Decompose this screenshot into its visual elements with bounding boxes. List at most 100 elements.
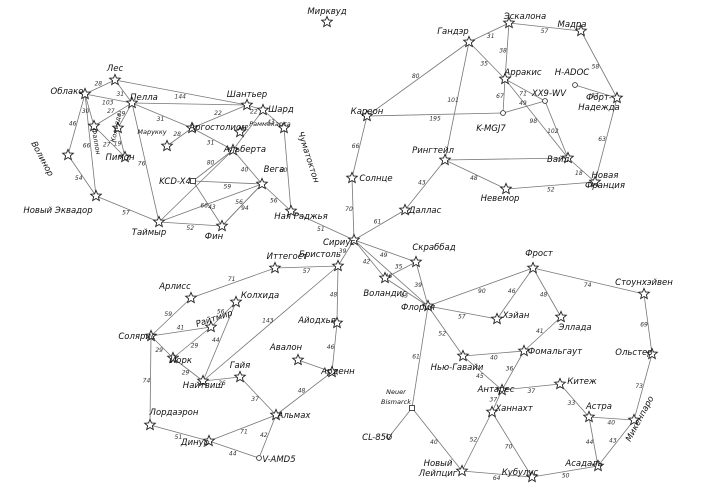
system-label: Раммекарта [249,120,291,128]
route-weight: 52 [438,330,446,337]
route-weight: 42 [363,259,371,266]
route-shantier-argostolion [191,104,248,129]
route-weight: 42 [241,125,249,132]
route-argostolion-marukku [166,127,193,147]
system-label: Арденн [320,367,355,377]
route-weight: 46 [508,288,516,295]
route-alberta-kcd [192,149,234,182]
route-weight-layer: 3157583835377167984910263188010119566434… [69,28,648,482]
route-ngavai-antares [462,355,503,391]
route-les-oblako [84,79,116,95]
route-weight: 195 [429,115,441,122]
route-weight: 71 [228,276,236,283]
system-label: K-MGJ7 [476,124,506,134]
route-weight: 46 [69,120,77,127]
system-label: Аргостолион [188,123,247,133]
route-nradzha-sirius [290,210,355,241]
route-frost-stounh [532,267,645,295]
route-weight: 48 [470,175,478,182]
route-vega-nradzha [261,183,292,212]
route-dallas-sirius [353,209,406,241]
system-label: KCD-X4 [159,177,191,187]
route-kolyada-pimon [117,127,126,158]
system-label: Нью-Гавайи [431,363,484,373]
star-icon [184,291,198,304]
route-eskalona-madra [508,22,582,32]
route-argostolion-alberta [191,127,234,151]
star-icon [495,383,509,396]
star-icon [233,370,247,383]
system-label: Кареон [351,107,384,117]
route-weight: 40 [430,439,438,446]
star-icon [610,91,624,104]
route-weight: 30 [82,108,90,115]
route-weight: 61 [374,219,382,226]
circle-marker-icon [386,434,392,440]
system-label: Солнце [359,174,392,184]
system-label: Асадаль [564,459,602,469]
route-floria-heyan [427,305,498,320]
star-icon [160,139,174,152]
route-fomalgaut-antares [501,350,525,391]
system-label: Таймыр [132,228,166,238]
route-pella-taimyr [131,102,160,223]
star-icon [196,374,210,387]
route-weight: 57 [541,28,549,35]
route-mikenparo-asadal [597,419,635,467]
route-weight: 41 [536,328,544,335]
route-kcd-vega [192,180,263,185]
route-bristol-aiodhye [336,265,339,324]
route-dinur-vamd5 [208,440,260,459]
route-weight: 36 [506,366,514,373]
route-floria-frost [427,267,534,307]
route-oblako-pella [84,93,133,104]
route-weight: 51 [317,226,325,233]
system-label: Антарес [477,385,515,395]
route-weight: 57 [303,268,311,275]
route-pella-argostolion [131,102,193,129]
route-weight: 28 [94,80,102,87]
system-label: Ольстер [615,348,652,358]
route-les-shantier [114,79,248,106]
system-label: Вайл [547,155,570,165]
star-icon [485,405,499,418]
route-nleipcig-kubulus [461,470,533,478]
route-weight: 37 [490,396,498,403]
star-icon [226,143,240,156]
star-icon [152,215,166,228]
route-oblako-necuador [84,93,97,197]
route-pella-shantier [131,102,248,106]
system-label: Невемор [481,194,520,204]
system-label: Колхида [241,291,279,301]
route-kolhida-naitvish [202,301,237,382]
route-olster-mikenparo [633,353,653,421]
system-label: Ная Раджья [274,212,327,222]
route-skrabbad-volandis [384,261,417,279]
route-vail-nfrance [567,157,596,183]
system-label: Облако [51,87,84,97]
circle-marker-icon [500,110,506,116]
star-icon [637,287,651,300]
star-icon [233,125,247,138]
star-icon [330,316,344,329]
system-label: Рингтейл [412,146,454,156]
system-layer [61,15,659,483]
route-weight: 44 [229,450,237,457]
route-weight: 63 [598,136,606,143]
route-weight: 29 [118,111,126,118]
star-icon [118,150,132,163]
route-aiodhye-arden [331,322,338,373]
route-xx9-kmgj7 [502,100,546,114]
route-vega-fin [221,183,263,227]
route-weight: 28 [173,131,181,138]
star-icon [627,413,641,426]
route-weight: 102 [547,128,559,135]
star-icon [78,87,92,100]
route-fallon-pimon [93,125,126,158]
star-icon [553,377,567,390]
route-weight: 143 [262,317,274,324]
route-weight: 46 [327,344,335,351]
route-weight: 66 [352,143,360,150]
